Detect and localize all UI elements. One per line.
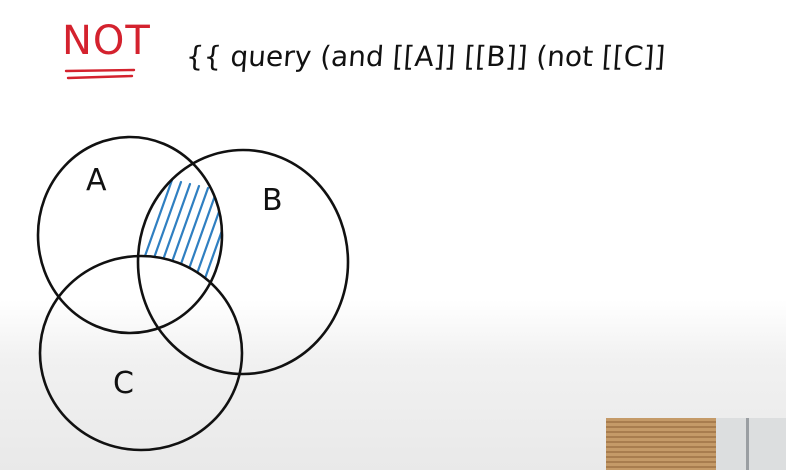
heading-not: NOT (62, 18, 151, 64)
circle-b (136, 148, 350, 376)
label-a: A (86, 163, 107, 198)
circle-a (36, 135, 224, 335)
label-b: B (262, 183, 283, 218)
window-blinds (606, 418, 716, 470)
heading-underline (64, 68, 136, 80)
circle-c (38, 254, 244, 452)
label-c: C (113, 366, 134, 401)
webcam-thumbnail (606, 418, 786, 470)
background-wall (716, 418, 786, 470)
wall-edge (746, 418, 749, 470)
